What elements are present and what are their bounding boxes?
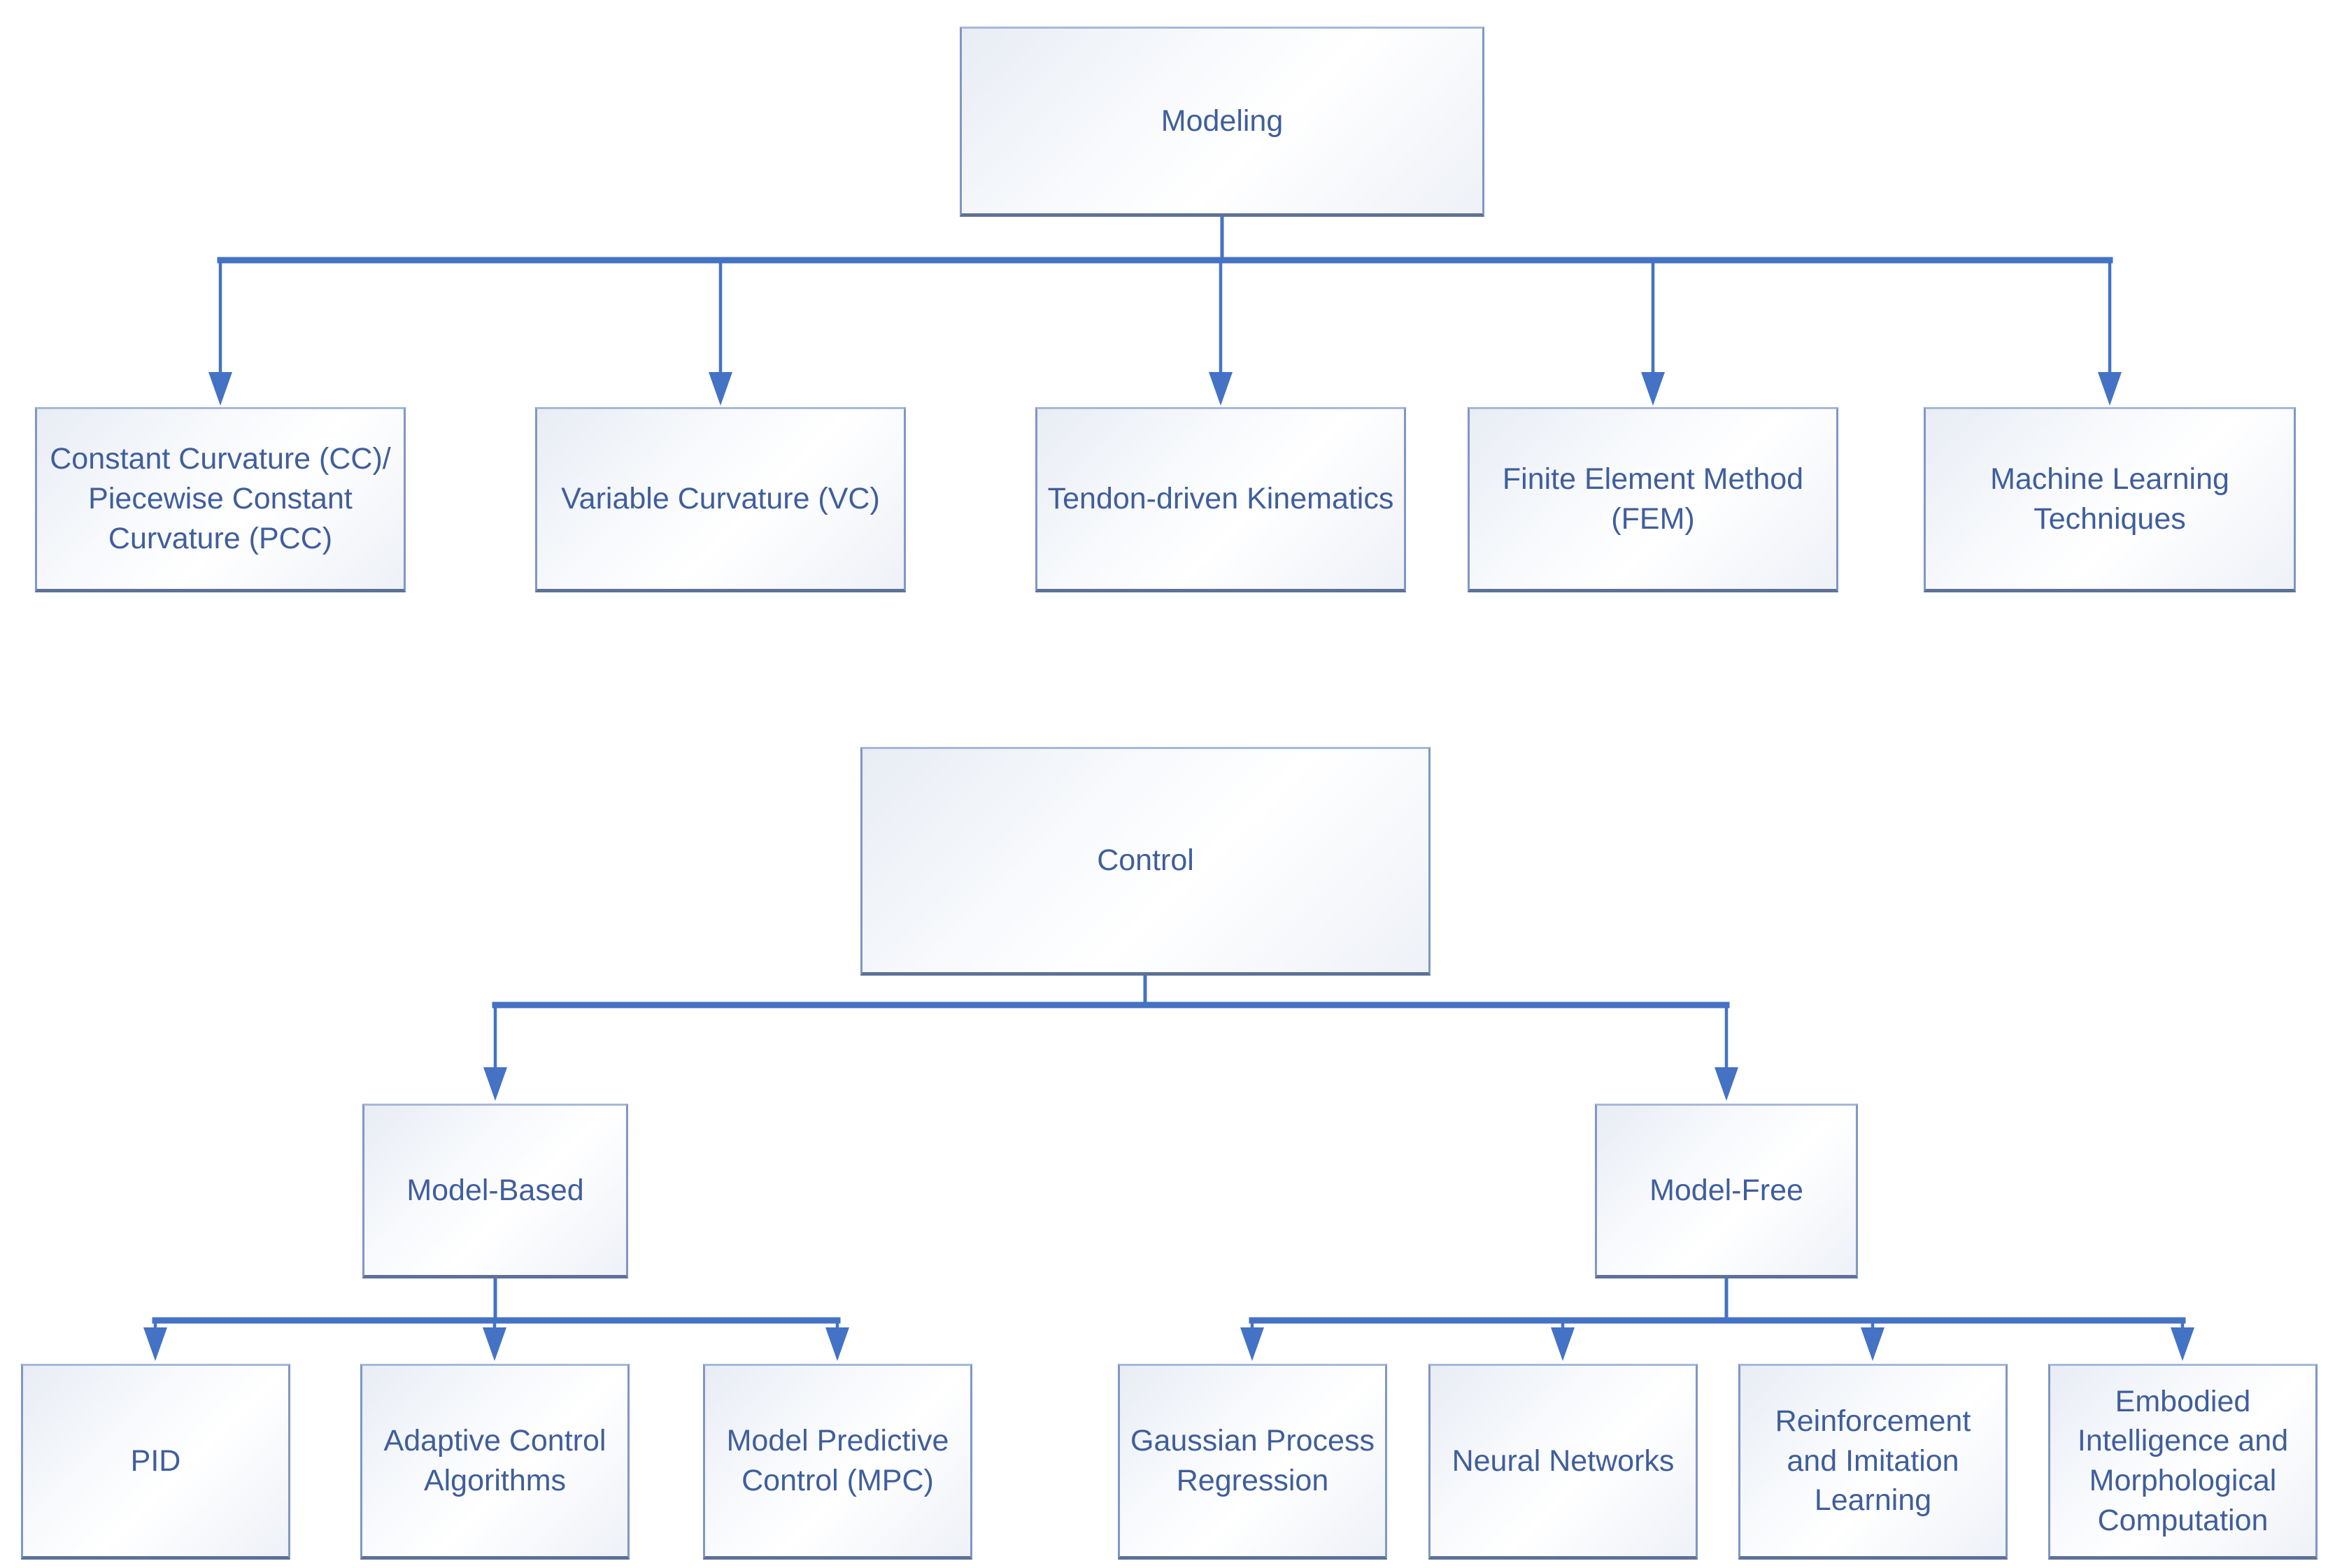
node-adaptive-control-algorithms: Adaptive Control Algorithms — [360, 1364, 630, 1560]
arrowhead-vc — [709, 372, 732, 406]
arrowhead-embodied — [2171, 1327, 2194, 1361]
node-model-free: Model-Free — [1595, 1104, 1858, 1278]
node-tendon-driven-kinematics: Tendon-driven Kinematics — [1035, 407, 1406, 592]
node-machine-learning-techniques: Machine Learning Techniques — [1924, 407, 2296, 592]
node-modeling: Modeling — [960, 27, 1484, 217]
node-reinforcement-imitation-learning: Reinforcement and Imitation Learning — [1738, 1364, 2008, 1560]
arrowhead-model-based — [483, 1067, 507, 1101]
arrowhead-neural — [1551, 1327, 1575, 1361]
arrowhead-tendon — [1209, 372, 1233, 406]
arrowhead-pid — [143, 1327, 167, 1361]
arrowhead-mpc — [825, 1327, 849, 1361]
arrowhead-reinforcement — [1861, 1327, 1885, 1361]
arrowhead-cc-pcc — [208, 372, 232, 406]
arrowhead-fem — [1641, 372, 1665, 406]
node-variable-curvature: Variable Curvature (VC) — [535, 407, 906, 592]
arrowhead-model-free — [1715, 1067, 1738, 1101]
node-constant-curvature: Constant Curvature (CC)/ Piecewise Const… — [35, 407, 406, 592]
arrowhead-gaussian — [1240, 1327, 1264, 1361]
node-gaussian-process-regression: Gaussian Process Regression — [1118, 1364, 1387, 1560]
node-model-based: Model-Based — [362, 1104, 628, 1278]
node-model-predictive-control: Model Predictive Control (MPC) — [703, 1364, 972, 1560]
node-finite-element-method: Finite Element Method (FEM) — [1468, 407, 1838, 592]
node-neural-networks: Neural Networks — [1428, 1364, 1698, 1560]
node-embodied-intelligence: Embodied Intelligence and Morphological … — [2048, 1364, 2318, 1560]
node-control: Control — [860, 747, 1431, 976]
node-pid: PID — [21, 1364, 290, 1560]
arrowhead-ml — [2098, 372, 2122, 406]
arrowhead-adaptive — [483, 1327, 506, 1361]
